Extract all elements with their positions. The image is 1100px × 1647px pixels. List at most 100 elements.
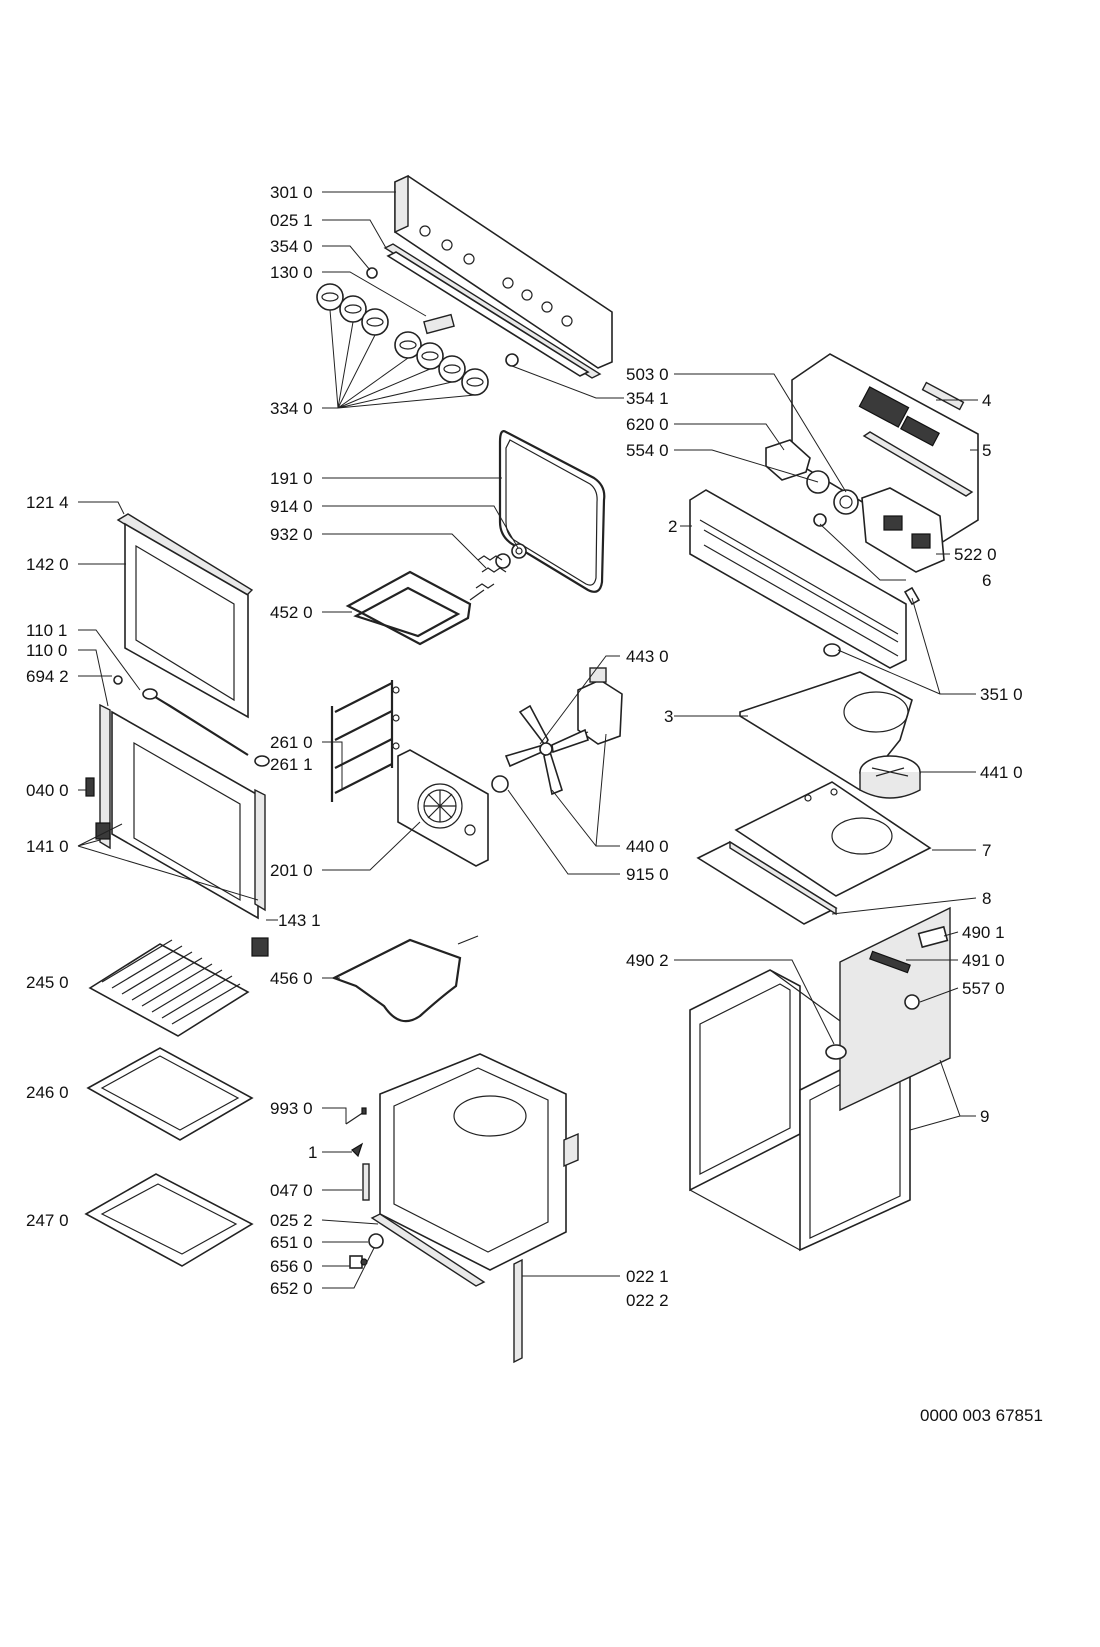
vertical-rail	[513, 1258, 523, 1364]
wire-shelf	[88, 939, 250, 1037]
cable-connector	[921, 381, 965, 411]
top-heating-element	[345, 570, 485, 646]
label-8: 8	[982, 889, 991, 908]
label-047-0: 047 0	[270, 1181, 313, 1200]
label-914-0: 914 0	[270, 497, 313, 516]
roasting-pan	[84, 1173, 254, 1267]
bottom-heating-element	[331, 935, 479, 1023]
label-554-0: 554 0	[626, 441, 669, 460]
knob	[461, 368, 489, 396]
label-522-0: 522 0	[954, 545, 997, 564]
door-hinge-left	[95, 703, 111, 850]
door-latch	[85, 777, 95, 797]
door-handle	[142, 688, 270, 767]
knob	[438, 355, 466, 383]
element-nut	[495, 543, 527, 569]
terminal-strip	[869, 950, 911, 974]
label-915-0: 915 0	[626, 865, 669, 884]
label-5: 5	[982, 441, 991, 460]
label-130-0: 130 0	[270, 263, 313, 282]
side-rack-left	[330, 680, 394, 802]
oven-door-seal	[498, 430, 606, 593]
cabinet-grommet	[825, 1044, 847, 1060]
label-490-1: 490 1	[962, 923, 1005, 942]
door-hinge-right	[254, 788, 266, 912]
document-reference-number: 0000 003 67851	[920, 1406, 1043, 1425]
label-993-0: 993 0	[270, 1099, 313, 1118]
part-labels: 301 0 025 1 354 0 130 0 334 0 354 1 191 …	[26, 183, 1023, 1310]
label-025-2: 025 2	[270, 1211, 313, 1230]
timer	[833, 489, 859, 515]
rear-plug	[917, 925, 949, 949]
label-245-0: 245 0	[26, 973, 69, 992]
baking-tray	[86, 1047, 254, 1141]
label-490-2: 490 2	[626, 951, 669, 970]
control-bracket	[689, 489, 907, 669]
label-025-1: 025 1	[270, 211, 313, 230]
fan-nut	[491, 775, 509, 793]
label-1: 1	[308, 1143, 317, 1162]
cooling-fan	[859, 755, 921, 799]
label-143-1: 143 1	[278, 911, 321, 930]
cavity-front-rail	[370, 1213, 486, 1287]
oven-cabinet	[689, 906, 951, 1252]
label-351-0: 351 0	[980, 685, 1023, 704]
label-452-0: 452 0	[270, 603, 313, 622]
label-040-0: 040 0	[26, 781, 69, 800]
label-354-0: 354 0	[270, 237, 313, 256]
hinge-screw	[345, 1107, 367, 1125]
label-443-0: 443 0	[626, 647, 669, 666]
lamp-socket	[505, 353, 519, 367]
lamp-holder	[349, 1255, 363, 1269]
hinge-clip	[351, 1142, 364, 1158]
label-651-0: 651 0	[270, 1233, 313, 1252]
label-440-0: 440 0	[626, 837, 669, 856]
control-knob-shaft	[823, 586, 921, 657]
knob	[339, 295, 367, 323]
switch-block	[423, 313, 455, 335]
label-491-0: 491 0	[962, 951, 1005, 970]
lamp-glass	[368, 1233, 384, 1249]
door-seal-clip	[113, 675, 123, 685]
door-clip	[251, 937, 269, 957]
label-247-0: 247 0	[26, 1211, 69, 1230]
outer-door-glass	[124, 522, 249, 719]
rear-electrical-panel	[791, 353, 979, 547]
label-503-0: 503 0	[626, 365, 669, 384]
label-191-0: 191 0	[270, 469, 313, 488]
label-121-4: 121 4	[26, 493, 69, 512]
label-694-2: 694 2	[26, 667, 69, 686]
inner-door-panel	[111, 710, 259, 920]
label-4: 4	[982, 391, 991, 410]
label-246-0: 246 0	[26, 1083, 69, 1102]
label-3: 3	[664, 707, 673, 726]
element-spring	[475, 555, 507, 589]
label-2: 2	[668, 517, 677, 536]
label-441-0: 441 0	[980, 763, 1023, 782]
label-141-0: 141 0	[26, 837, 69, 856]
label-7: 7	[982, 841, 991, 860]
leader-lines	[77, 191, 978, 1289]
label-656-0: 656 0	[270, 1257, 313, 1276]
control-panel	[394, 174, 613, 369]
indicator-lamp	[366, 267, 378, 279]
label-110-1: 110 1	[26, 621, 67, 640]
heat-shield	[734, 781, 932, 897]
label-9: 9	[980, 1107, 989, 1126]
label-022-1: 022 1	[626, 1267, 669, 1286]
label-456-0: 456 0	[270, 969, 313, 988]
side-rack-right	[392, 686, 400, 750]
knob	[416, 342, 444, 370]
label-6: 6	[982, 571, 991, 590]
label-620-0: 620 0	[626, 415, 669, 434]
knob	[316, 283, 344, 311]
fan-cover	[397, 749, 489, 867]
label-354-1: 354 1	[626, 389, 669, 408]
label-301-0: 301 0	[270, 183, 313, 202]
label-932-0: 932 0	[270, 525, 313, 544]
label-334-0: 334 0	[270, 399, 313, 418]
label-022-2: 022 2	[626, 1291, 669, 1310]
label-261-1: 261 1	[270, 755, 313, 774]
fan-blade	[504, 704, 589, 796]
